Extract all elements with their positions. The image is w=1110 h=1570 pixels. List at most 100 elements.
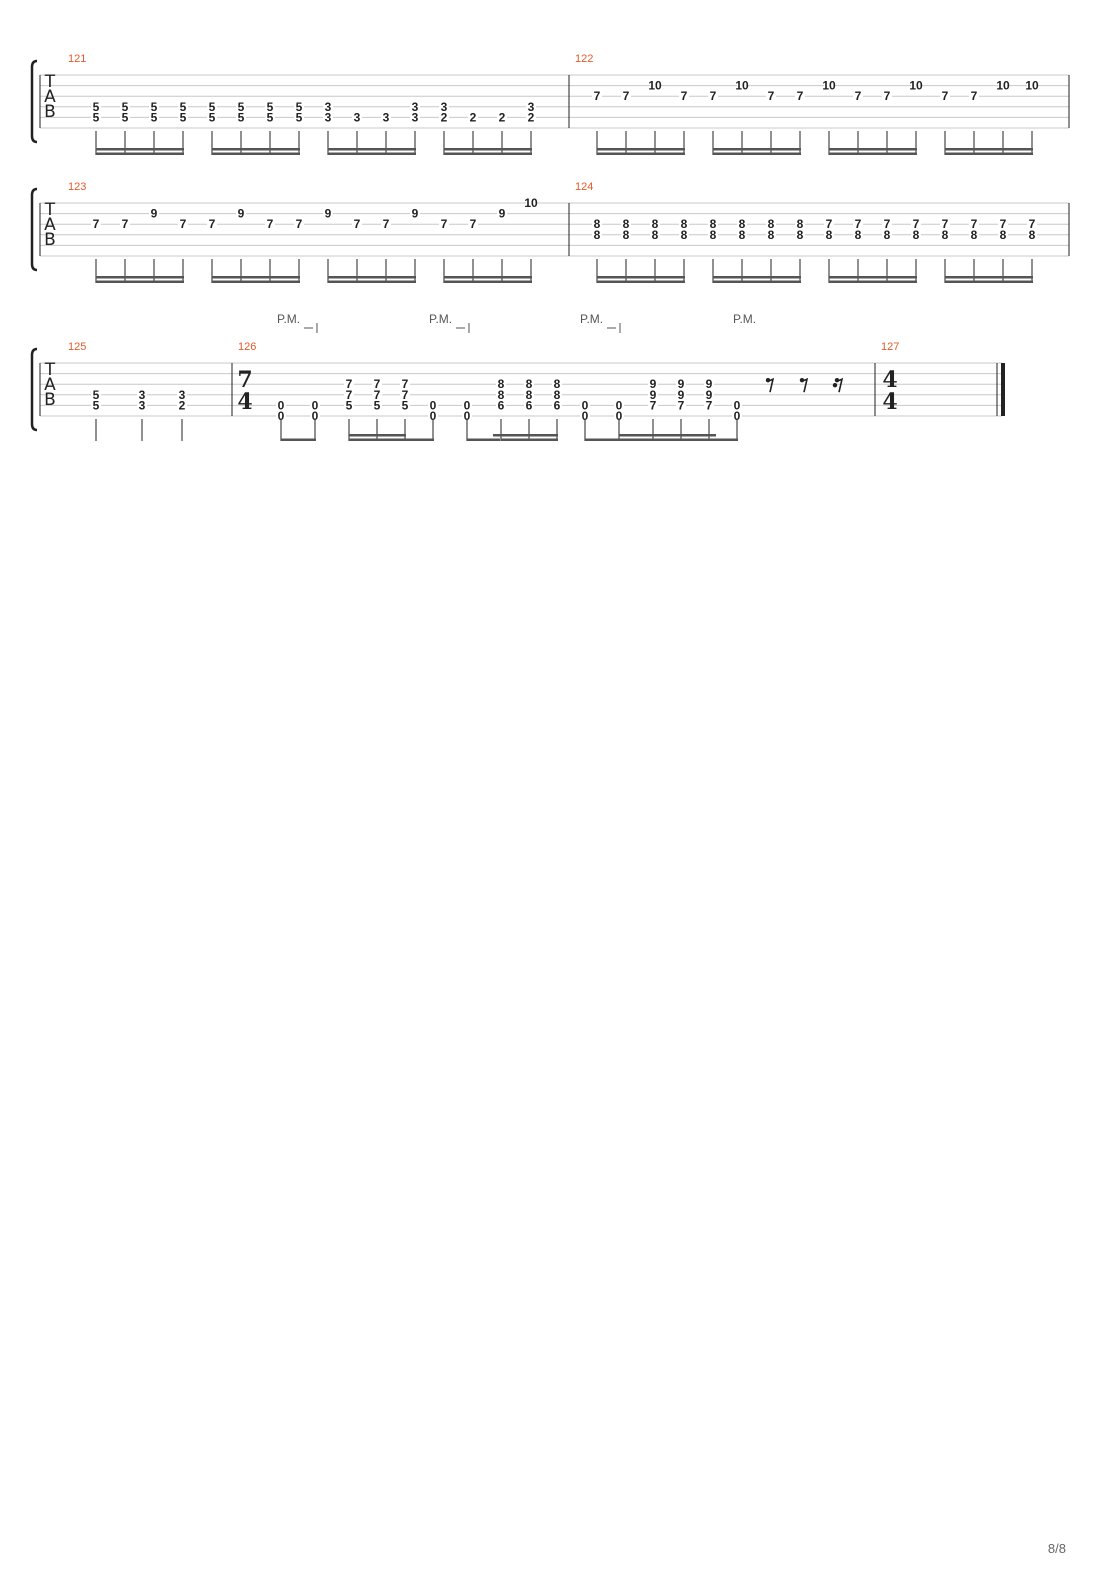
fret-number: 3 <box>383 110 390 124</box>
fret-backing <box>400 379 410 390</box>
beat: 10 <box>996 79 1010 155</box>
fret-backing <box>91 112 101 123</box>
fret-number: 7 <box>650 398 657 412</box>
fret-number: 7 <box>706 398 713 412</box>
fret-backing <box>998 219 1008 230</box>
tab-clef-letter: T <box>44 72 56 92</box>
fret-backing <box>679 219 689 230</box>
fret-number: 3 <box>139 388 146 402</box>
fret-number: 7 <box>346 377 353 391</box>
fret-number: 5 <box>93 100 100 114</box>
beat: 33 <box>323 100 333 155</box>
beam <box>212 280 300 283</box>
fret-number: 8 <box>594 217 601 231</box>
fret-backing <box>998 229 1008 240</box>
beat: 10 <box>822 79 836 155</box>
beat: 88 <box>592 217 602 283</box>
fret-backing <box>732 400 742 411</box>
fret-number: 8 <box>768 228 775 242</box>
time-signature-bottom: 4 <box>237 389 252 415</box>
fret-backing <box>120 112 130 123</box>
fret-backing <box>524 400 534 411</box>
fret-number: 8 <box>942 228 949 242</box>
fret-backing <box>178 219 188 230</box>
fret-backing <box>149 112 159 123</box>
fret-backing <box>439 101 449 112</box>
fret-number: 7 <box>354 217 361 231</box>
fret-backing <box>207 219 217 230</box>
rest-flag <box>801 377 809 393</box>
fret-backing <box>310 400 320 411</box>
beat: 7 <box>708 89 718 155</box>
beat: 886 <box>524 377 534 441</box>
beat: 55 <box>91 388 101 441</box>
fret-number: 10 <box>1025 79 1039 93</box>
beam <box>349 438 434 441</box>
beat: 00 <box>276 398 286 441</box>
beam <box>619 434 710 437</box>
fret-number: 2 <box>441 110 448 124</box>
fret-number: 7 <box>855 89 862 103</box>
fret-number: 7 <box>383 217 390 231</box>
beam <box>493 434 502 437</box>
beam <box>713 152 801 155</box>
beat: 2 <box>497 110 507 155</box>
fret-number: 8 <box>498 388 505 402</box>
fret-number: 7 <box>374 388 381 402</box>
fret-backing <box>524 379 534 390</box>
fret-number: 5 <box>238 100 245 114</box>
beam <box>96 280 184 283</box>
tab-clef-letter: B <box>44 102 56 122</box>
fret-number: 3 <box>412 110 419 124</box>
fret-backing <box>381 219 391 230</box>
fret-backing <box>265 112 275 123</box>
fret-backing <box>704 400 714 411</box>
fret-backing <box>648 400 658 411</box>
beam <box>328 280 416 283</box>
fret-backing <box>940 219 950 230</box>
fret-backing <box>496 400 506 411</box>
fret-backing <box>679 91 689 102</box>
fret-backing <box>276 411 286 421</box>
beat: 9 <box>410 207 420 283</box>
fret-backing <box>679 229 689 240</box>
beat: 7 <box>439 217 449 283</box>
fret-backing <box>704 379 714 390</box>
beat: 775 <box>372 377 382 441</box>
fret-backing <box>265 219 275 230</box>
beat: 55 <box>236 100 246 155</box>
fret-number: 5 <box>267 100 274 114</box>
fret-number: 8 <box>526 377 533 391</box>
fret-number: 7 <box>93 217 100 231</box>
fret-backing <box>676 400 686 411</box>
fret-number: 0 <box>582 409 589 423</box>
beat: 00 <box>614 398 624 441</box>
fret-number: 0 <box>278 398 285 412</box>
fret-backing <box>614 400 624 411</box>
fret-backing <box>372 389 382 400</box>
fret-number: 7 <box>623 89 630 103</box>
fret-backing <box>439 219 449 230</box>
fret-number: 0 <box>278 409 285 423</box>
beam <box>96 276 184 279</box>
beat: 55 <box>207 100 217 155</box>
fret-backing <box>91 400 101 411</box>
fret-number: 8 <box>797 217 804 231</box>
fret-backing <box>732 411 742 421</box>
fret-backing <box>737 229 747 240</box>
fret-backing <box>462 400 472 411</box>
beat: 00 <box>428 398 438 441</box>
fret-backing <box>468 219 478 230</box>
fret-number: 8 <box>623 217 630 231</box>
fret-number: 0 <box>312 398 319 412</box>
fret-backing <box>621 219 631 230</box>
fret-number: 8 <box>1029 228 1036 242</box>
tab-clef-letter: A <box>44 87 56 107</box>
fret-number: 7 <box>1029 217 1036 231</box>
beam <box>945 280 1033 283</box>
fret-number: 5 <box>267 110 274 124</box>
fret-number: 6 <box>526 398 533 412</box>
fret-number: 9 <box>678 377 685 391</box>
beat: 00 <box>310 398 320 441</box>
fret-backing <box>372 400 382 411</box>
